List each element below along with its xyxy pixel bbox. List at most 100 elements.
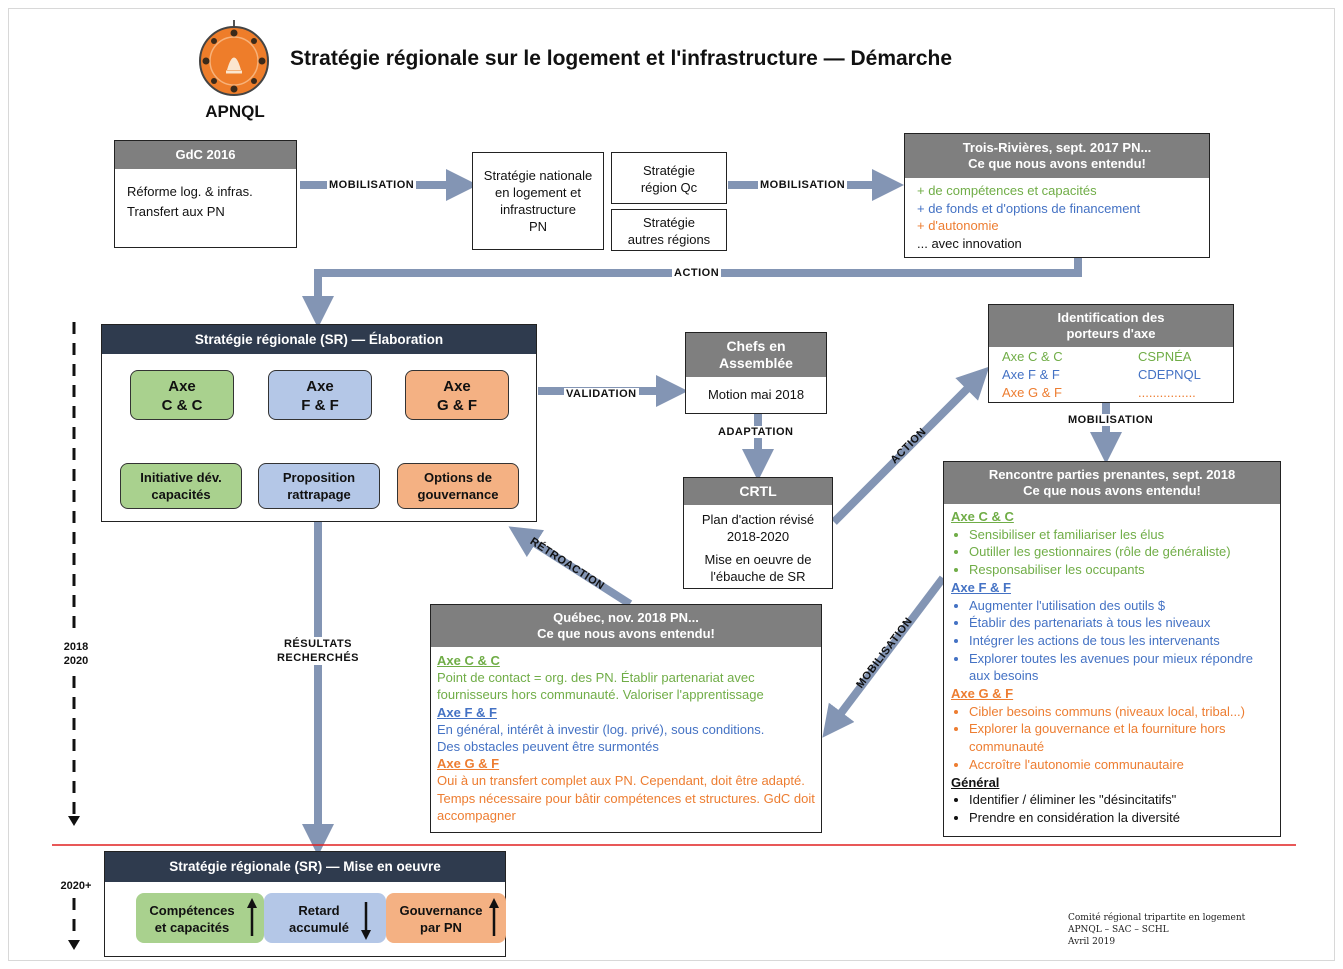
label-validation: VALIDATION bbox=[564, 388, 639, 400]
snli-line: Stratégie nationale bbox=[483, 168, 593, 183]
mise-line: Gouvernance bbox=[399, 903, 483, 918]
arrow-up-icon bbox=[247, 898, 257, 908]
logo-emblem-icon bbox=[199, 20, 269, 96]
sub-cc-line: capacités bbox=[151, 487, 211, 502]
quebec-ff-title: Axe F & F bbox=[437, 704, 497, 720]
resultats-line-1: RÉSULTATS bbox=[283, 638, 353, 650]
tr-item: ... avec innovation bbox=[917, 235, 1022, 251]
label-adaptation: ADAPTATION bbox=[716, 426, 796, 438]
logo-text: APNQL bbox=[205, 102, 265, 121]
quebec-gf-title: Axe G & F bbox=[437, 756, 500, 772]
quebec-ff-text: Des obstacles peuvent être surmontés bbox=[437, 739, 659, 755]
crtl-line: Mise en oeuvre de bbox=[704, 552, 812, 567]
rencontre-ff-title: Axe F & F bbox=[951, 579, 1011, 595]
sub-ff: Proposition rattrapage bbox=[258, 463, 380, 509]
gdc-line: Transfert aux PN bbox=[127, 204, 225, 219]
rencontre-cc-item: Outiller les gestionnaires (rôle de géné… bbox=[969, 543, 1274, 561]
porteur-axe-ff: Axe F & F bbox=[1002, 367, 1060, 382]
mise-gouvernance bbox=[386, 893, 506, 943]
rencontre-ff-item: Augmenter l'utilisation des outils $ bbox=[969, 597, 1274, 615]
crtl-line: l'ébauche de SR bbox=[710, 569, 806, 584]
rencontre-gf-item: Explorer la gouvernance et la fourniture… bbox=[969, 720, 1274, 755]
mise-competences bbox=[136, 893, 264, 943]
tr-item: + de fonds et d'options de financement bbox=[917, 200, 1141, 216]
mise-line: et capacités bbox=[154, 920, 230, 935]
chefs-title-line: Chefs en bbox=[726, 338, 786, 354]
gdc-title: GdC 2016 bbox=[115, 141, 296, 169]
rencontre-gf-title: Axe G & F bbox=[951, 686, 1014, 702]
footer-credits: Comité régional tripartite en logement A… bbox=[1068, 912, 1245, 948]
tr-item: + de compétences et capacités bbox=[917, 183, 1097, 198]
sr-elaboration-title: Stratégie régionale (SR) — Élaboration bbox=[102, 325, 536, 354]
label-mobilisation-2: MOBILISATION bbox=[758, 179, 848, 191]
page-title: Stratégie régionale sur le logement et l… bbox=[290, 47, 953, 70]
quebec-box: Québec, nov. 2018 PN... Ce que nous avon… bbox=[430, 604, 822, 833]
page-frame bbox=[8, 8, 1335, 961]
arrow-down-icon bbox=[361, 930, 371, 940]
label-mobilisation-1: MOBILISATION bbox=[327, 179, 417, 191]
mise-line: Retard bbox=[298, 903, 340, 918]
porteurs-title-line: Identification des bbox=[1057, 310, 1165, 325]
tr-title-line: Ce que nous avons entendu! bbox=[968, 156, 1146, 171]
rencontre-gf-item: Cibler besoins communs (niveaux local, t… bbox=[969, 703, 1274, 721]
region-qc-line: Stratégie bbox=[642, 163, 696, 178]
footer-line: APNQL – SAC – SCHL bbox=[1068, 925, 1169, 935]
mise-competences-label: Compétences et capacités bbox=[144, 902, 240, 936]
trois-rivieres-title: Trois-Rivières, sept. 2017 PN... Ce que … bbox=[905, 134, 1209, 178]
apnql-logo bbox=[193, 20, 275, 102]
autres-line: Stratégie bbox=[642, 215, 696, 230]
rencontre-box: Rencontre parties prenantes, sept. 2018 … bbox=[943, 461, 1281, 837]
label-action-top: ACTION bbox=[672, 267, 722, 279]
crtl-title: CRTL bbox=[684, 478, 832, 505]
label-resultats: RÉSULTATS RECHERCHÉS bbox=[270, 637, 366, 665]
rencontre-gen-item: Prendre en considération la diversité bbox=[969, 809, 1274, 827]
footer-line: Comité régional tripartite en logement bbox=[1068, 913, 1246, 923]
quebec-gf-text: Oui à un transfert complet aux PN. Cepen… bbox=[437, 773, 815, 823]
gdc-line: Réforme log. & infras. bbox=[127, 184, 253, 199]
period-line: 2018 bbox=[63, 641, 89, 653]
axe-cc-line: C & C bbox=[161, 397, 203, 414]
chefs-body: Motion mai 2018 bbox=[707, 387, 805, 402]
sub-ff-line: Proposition bbox=[282, 470, 356, 485]
axe-ff: Axe F & F bbox=[268, 370, 372, 420]
mise-line: Compétences bbox=[149, 903, 235, 918]
rencontre-ff-item: Explorer toutes les avenues pour mieux r… bbox=[969, 650, 1274, 685]
tr-item: + d'autonomie bbox=[917, 218, 999, 233]
porteurs-title-line: porteurs d'axe bbox=[1066, 326, 1156, 341]
axe-gf-line: Axe bbox=[443, 378, 471, 395]
axe-gf: Axe G & F bbox=[405, 370, 509, 420]
tr-title-line: Trois-Rivières, sept. 2017 PN... bbox=[962, 140, 1152, 155]
porteur-ff-who: CDEPNQL bbox=[1138, 367, 1201, 382]
autres-line: autres régions bbox=[627, 232, 711, 247]
mise-gouvernance-label: Gouvernance par PN bbox=[392, 902, 490, 936]
rencontre-ff-item: Intégrer les actions de tous les interve… bbox=[969, 632, 1274, 650]
label-mobilisation-3: MOBILISATION bbox=[1066, 414, 1156, 426]
timeline-period-1: 2018 2020 bbox=[56, 640, 96, 668]
sub-cc-line: Initiative dév. bbox=[140, 470, 222, 485]
chefs-title: Chefs en Assemblée bbox=[686, 333, 826, 377]
chefs-box: Chefs en Assemblée Motion mai 2018 bbox=[685, 332, 827, 414]
porteur-gf-who: ................ bbox=[1138, 385, 1196, 400]
snli-line: en logement et bbox=[494, 185, 581, 200]
mise-line: accumulé bbox=[289, 920, 349, 935]
rencontre-gen-title: Général bbox=[951, 774, 1000, 790]
quebec-cc-title: Axe C & C bbox=[437, 653, 500, 668]
rencontre-title: Rencontre parties prenantes, sept. 2018 … bbox=[944, 462, 1280, 504]
sub-gf-line: Options de bbox=[424, 470, 492, 485]
porteurs-box: Identification des porteurs d'axe bbox=[988, 304, 1234, 403]
snli-box: Stratégie nationale en logement et infra… bbox=[472, 152, 604, 250]
mise-line: par PN bbox=[420, 920, 462, 935]
sub-gf-line: gouvernance bbox=[417, 487, 499, 502]
mise-retard-label: Retard accumulé bbox=[278, 902, 360, 936]
sub-gf: Options de gouvernance bbox=[397, 463, 519, 509]
chefs-title-line: Assemblée bbox=[719, 355, 793, 371]
rencontre-title-line: Ce que nous avons entendu! bbox=[1023, 483, 1201, 498]
resultats-line-2: RECHERCHÉS bbox=[276, 652, 359, 664]
arrow-up-icon bbox=[489, 898, 499, 908]
rencontre-cc-item: Responsabiliser les occupants bbox=[969, 561, 1274, 579]
snli-line: PN bbox=[528, 219, 548, 234]
quebec-title-line: Ce que nous avons entendu! bbox=[537, 626, 715, 641]
porteurs-title: Identification des porteurs d'axe bbox=[989, 305, 1233, 347]
quebec-title-line: Québec, nov. 2018 PN... bbox=[553, 610, 699, 625]
